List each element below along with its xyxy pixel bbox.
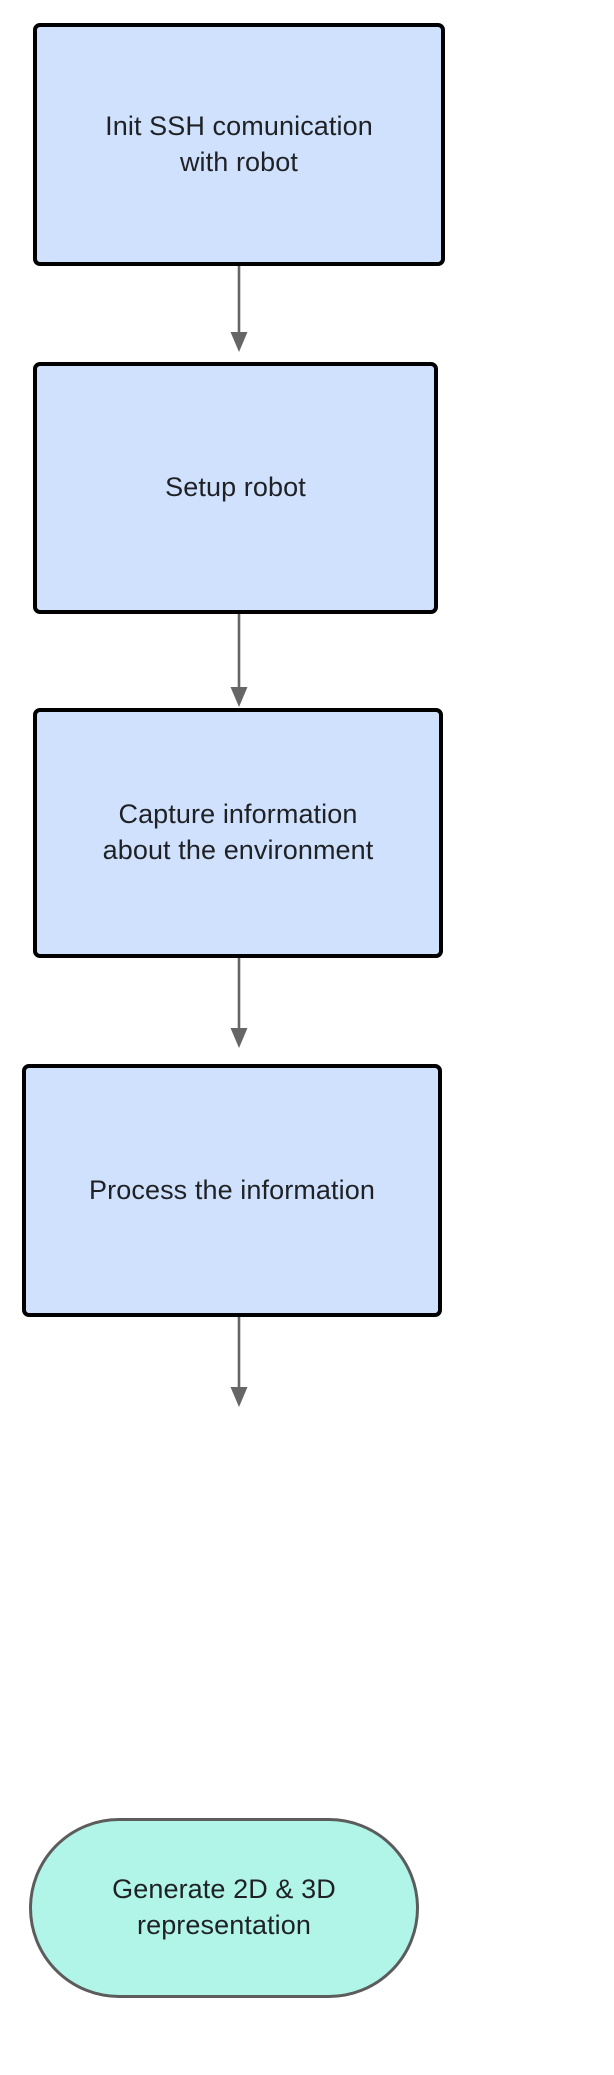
flowchart-edge-1 xyxy=(219,266,259,352)
flowchart-node-init-ssh[interactable]: Init SSH comunication with robot xyxy=(33,23,445,266)
arrow-down-icon xyxy=(230,958,248,1048)
flowchart-edge-4 xyxy=(219,1317,259,1407)
arrow-down-icon xyxy=(230,1317,248,1407)
flowchart-edge-3 xyxy=(219,958,259,1048)
arrow-down-icon xyxy=(230,266,248,352)
flowchart-edge-2 xyxy=(219,614,259,707)
flowchart-node-label: Capture information about the environmen… xyxy=(102,799,374,865)
flowchart-node-generate-representation[interactable]: Generate 2D & 3D representation xyxy=(29,1818,419,1998)
flowchart-node-label: Setup robot xyxy=(165,472,306,503)
arrow-down-icon xyxy=(230,614,248,707)
flowchart-node-label: Init SSH comunication with robot xyxy=(105,110,373,177)
flowchart-node-label: Process the information xyxy=(89,1174,375,1205)
flowchart-node-setup-robot[interactable]: Setup robot xyxy=(33,362,438,614)
flowchart-node-label: Generate 2D & 3D representation xyxy=(112,1874,336,1940)
flowchart-node-process-information[interactable]: Process the information xyxy=(22,1064,442,1317)
flowchart-node-capture-information[interactable]: Capture information about the environmen… xyxy=(33,708,443,958)
